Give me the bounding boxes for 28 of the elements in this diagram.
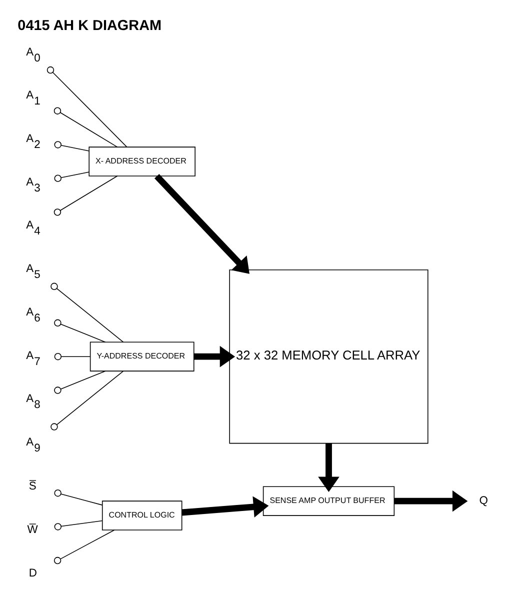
connector (54, 175, 118, 216)
node-box: Y-ADDRESS DECODER (90, 341, 194, 371)
connector (54, 140, 90, 151)
node-box: SENSE AMP OUTPUT BUFFER (262, 486, 395, 516)
arrow (154, 173, 250, 274)
connector (50, 282, 124, 342)
arrow (318, 442, 340, 492)
connector (54, 171, 90, 182)
arrow (394, 490, 468, 512)
node-text: W̅ (27, 523, 38, 536)
arrow (194, 345, 236, 367)
connector (54, 370, 106, 394)
connector (54, 352, 91, 360)
node-text: D (28, 566, 38, 579)
node-box: 32 x 32 MEMORY CELL ARRAY (229, 268, 428, 444)
node-text: S̅ (28, 480, 36, 492)
connector (54, 529, 115, 564)
connector (50, 370, 124, 430)
connector (54, 489, 103, 505)
connector (54, 318, 106, 342)
node-text: Q (479, 494, 488, 507)
diagram-title: 0415 AH K DIAGRAM (18, 18, 162, 34)
node-box: X- ADDRESS DECODER (88, 146, 196, 176)
connector (54, 106, 118, 147)
arrow (182, 496, 269, 518)
connector (54, 520, 103, 530)
node-box: CONTROL LOGIC (102, 500, 182, 530)
connector (46, 66, 128, 147)
